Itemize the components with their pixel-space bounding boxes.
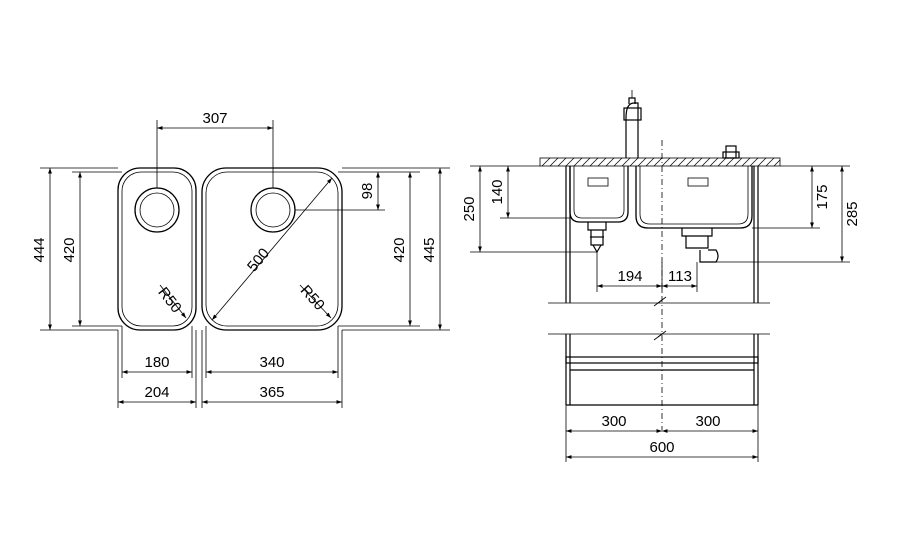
dim-label-300-right: 300 <box>695 413 720 430</box>
dim-label-600: 600 <box>649 439 674 456</box>
large-bowl-outline <box>201 167 343 331</box>
dim-label-250: 250 <box>461 196 478 221</box>
radius-label-small: R50 <box>154 284 184 316</box>
dim-label-204: 204 <box>144 384 169 401</box>
dim-label-140: 140 <box>489 179 506 204</box>
dim-label-365: 365 <box>259 384 284 401</box>
dim-label-175: 175 <box>814 184 831 209</box>
dim-label-445: 445 <box>421 237 438 262</box>
dim-label-420-right: 420 <box>391 237 408 262</box>
section-view: 250 140 175 285 194 113 300 300 600 <box>461 90 861 462</box>
countertop <box>539 157 781 167</box>
dim-label-285: 285 <box>844 201 861 226</box>
large-bowl-drain <box>250 187 296 233</box>
plan-view: 307 444 420 98 500 R50 R50 420 445 180 3… <box>31 110 450 408</box>
dim-label-300-left: 300 <box>601 413 626 430</box>
dim-label-340: 340 <box>259 354 284 371</box>
dim-label-420-left: 420 <box>61 237 78 262</box>
large-bowl-section <box>635 166 753 263</box>
dim-label-500: 500 <box>244 245 273 275</box>
dim-label-113: 113 <box>668 268 692 285</box>
small-bowl-drain <box>134 187 180 233</box>
dim-label-180: 180 <box>144 354 169 371</box>
dim-label-307: 307 <box>202 110 227 127</box>
cabinet-walls <box>548 166 770 406</box>
faucet <box>623 90 642 158</box>
accessory-knob <box>722 145 740 159</box>
small-bowl-section <box>569 166 629 254</box>
dim-label-194: 194 <box>617 268 642 285</box>
dim-label-444: 444 <box>31 237 48 262</box>
dim-line-500-diagonal <box>211 177 333 321</box>
dim-label-98: 98 <box>359 183 376 200</box>
